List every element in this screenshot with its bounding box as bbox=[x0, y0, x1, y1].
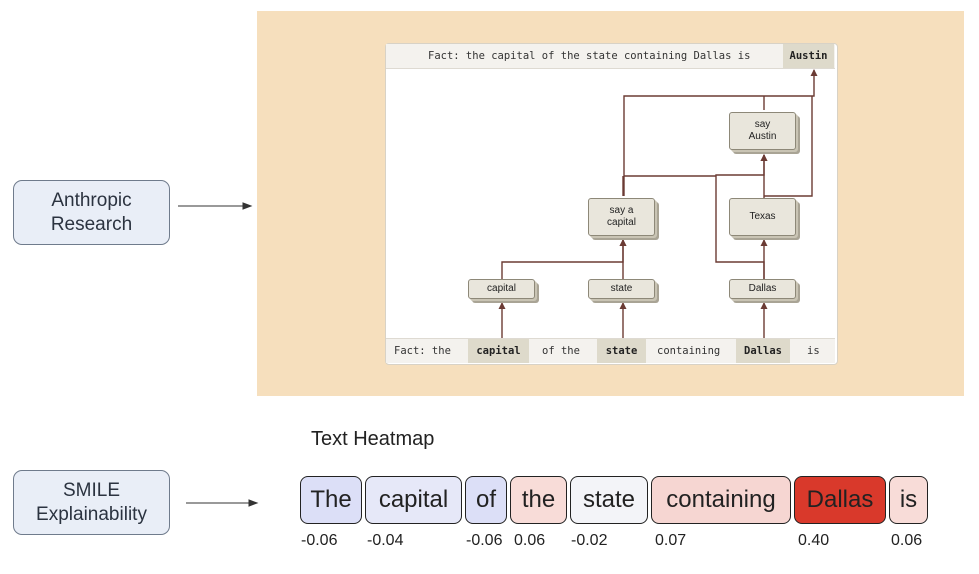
node-label: capital bbox=[487, 283, 516, 294]
answer-token: Austin bbox=[783, 44, 834, 68]
feature-node-say-capital: say a capital bbox=[588, 198, 655, 236]
prompt-token: of the bbox=[542, 345, 580, 357]
arrow-to-heatmap bbox=[186, 499, 259, 507]
token-text: state bbox=[582, 486, 636, 513]
feature-node-dallas: Dallas bbox=[729, 279, 796, 299]
feature-node-state: state bbox=[588, 279, 655, 299]
heatmap-title: Text Heatmap bbox=[311, 428, 435, 450]
token-score: -0.06 bbox=[466, 532, 503, 549]
node-label-line-1: say a bbox=[609, 205, 634, 216]
feature-node-capital: capital bbox=[468, 279, 535, 299]
node-label-line-2: Austin bbox=[748, 131, 777, 142]
prompt-token: is bbox=[807, 345, 820, 357]
label-line-1: SMILE bbox=[62, 479, 121, 501]
token-score: 0.06 bbox=[891, 532, 923, 549]
node-label-line-2: capital bbox=[607, 217, 636, 228]
token-score: -0.02 bbox=[571, 532, 608, 549]
edge-say-capital-answer bbox=[623, 69, 818, 196]
arrow-to-graph bbox=[178, 202, 253, 210]
prompt-token-highlighted: capital bbox=[468, 339, 529, 363]
node-label: state bbox=[610, 283, 633, 294]
heatmap-token: the bbox=[510, 476, 567, 524]
fact-sentence: Fact: the capital of the state containin… bbox=[428, 50, 751, 62]
token-text: capital bbox=[378, 486, 449, 513]
heatmap-token: capital bbox=[365, 476, 462, 524]
node-label-line-1: say bbox=[754, 119, 771, 130]
fact-header bbox=[386, 44, 835, 69]
token-text: the bbox=[521, 486, 556, 513]
prompt-token: Fact: the bbox=[394, 345, 451, 357]
prompt-token-highlighted: Dallas bbox=[736, 339, 790, 363]
token-text: of bbox=[475, 486, 496, 513]
heatmap-token: containing bbox=[651, 476, 791, 524]
prompt-token-highlighted: state bbox=[597, 339, 646, 363]
token-score: 0.40 bbox=[798, 532, 830, 549]
anthropic-research-label: Anthropic Research bbox=[13, 180, 170, 245]
heatmap-token: state bbox=[570, 476, 648, 524]
label-line-2: Explainability bbox=[36, 503, 147, 525]
token-text: The bbox=[310, 486, 352, 513]
heatmap-token: is bbox=[889, 476, 928, 524]
edge-capital-say-capital bbox=[501, 239, 627, 279]
token-score: 0.06 bbox=[514, 532, 546, 549]
label-line-1: Anthropic bbox=[51, 189, 132, 211]
smile-explainability-label: SMILE Explainability bbox=[13, 470, 170, 535]
token-score: 0.07 bbox=[655, 532, 687, 549]
prompt-token: containing bbox=[657, 345, 721, 357]
edge-texas-answer bbox=[764, 96, 813, 197]
feature-node-say-austin: say Austin bbox=[729, 112, 796, 150]
token-score: -0.06 bbox=[301, 532, 338, 549]
token-text: Dallas bbox=[806, 486, 874, 513]
token-text: is bbox=[899, 486, 918, 513]
label-line-2: Research bbox=[50, 213, 133, 235]
heatmap-token: The bbox=[300, 476, 362, 524]
node-label: Texas bbox=[749, 211, 776, 222]
feature-node-texas: Texas bbox=[729, 198, 796, 236]
heatmap-token: Dallas bbox=[794, 476, 886, 524]
token-text: containing bbox=[666, 486, 776, 513]
heatmap-token: of bbox=[465, 476, 507, 524]
token-score: -0.04 bbox=[367, 532, 404, 549]
node-label: Dallas bbox=[748, 283, 777, 294]
